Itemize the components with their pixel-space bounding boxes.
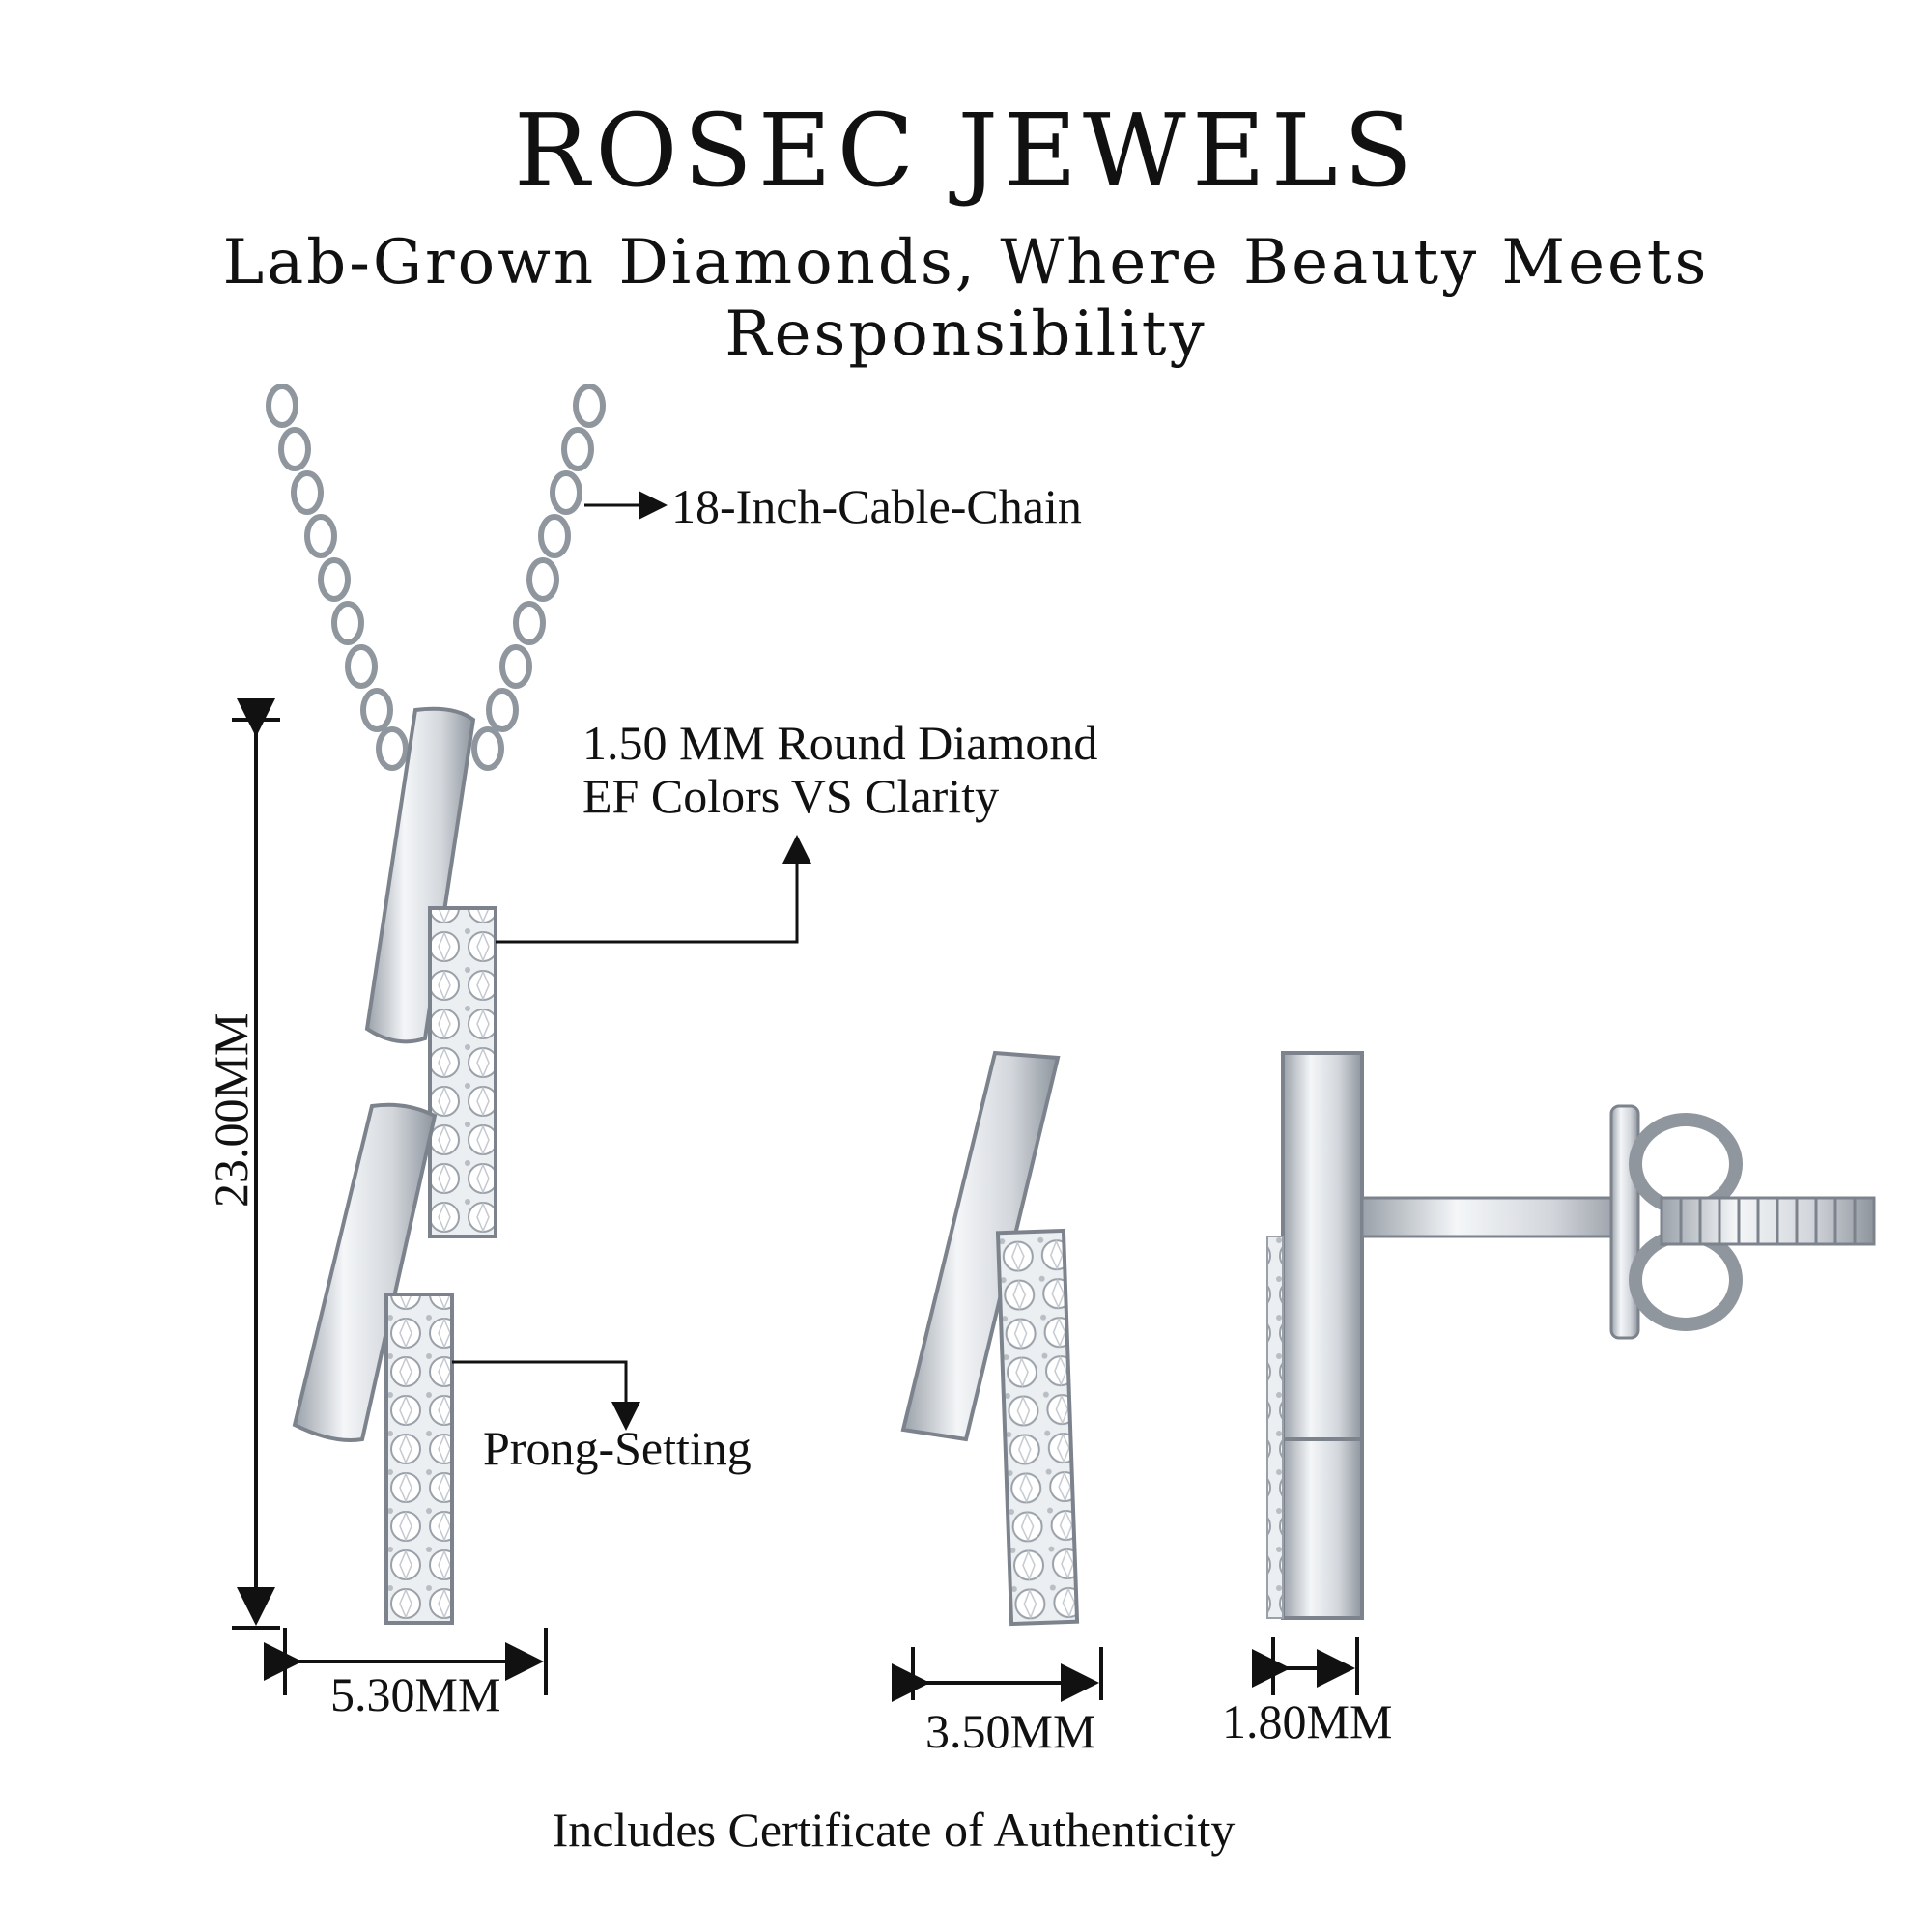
dimension-lines (232, 698, 1359, 1702)
diamond-quality-label: EF Colors VS Clarity (582, 769, 1000, 823)
earring-depth-label: 1.80MM (1222, 1694, 1393, 1748)
prong-setting-label: Prong-Setting (483, 1421, 752, 1475)
pendant-width-label: 5.30MM (330, 1667, 501, 1721)
brand-title: ROSEC JEWELS (513, 92, 1419, 210)
earring-width-label: 3.50MM (925, 1704, 1096, 1758)
pendant-height-label: 23.00MM (204, 1012, 258, 1208)
earring-side (1266, 1051, 1876, 1620)
brand-tagline: Lab-Grown Diamonds, Where Beauty Meets R… (222, 227, 1710, 370)
callout-lines (452, 491, 811, 1431)
diamond-size-label: 1.50 MM Round Diamond (582, 716, 1098, 770)
chain-label: 18-Inch-Cable-Chain (671, 479, 1082, 533)
pendant (292, 706, 497, 1625)
certificate-note: Includes Certificate of Authenticity (552, 1803, 1236, 1857)
arrow-down-icon (452, 1360, 640, 1431)
arrow-up-icon (496, 835, 811, 944)
earring-front (900, 1050, 1080, 1627)
cable-chain (266, 384, 606, 771)
